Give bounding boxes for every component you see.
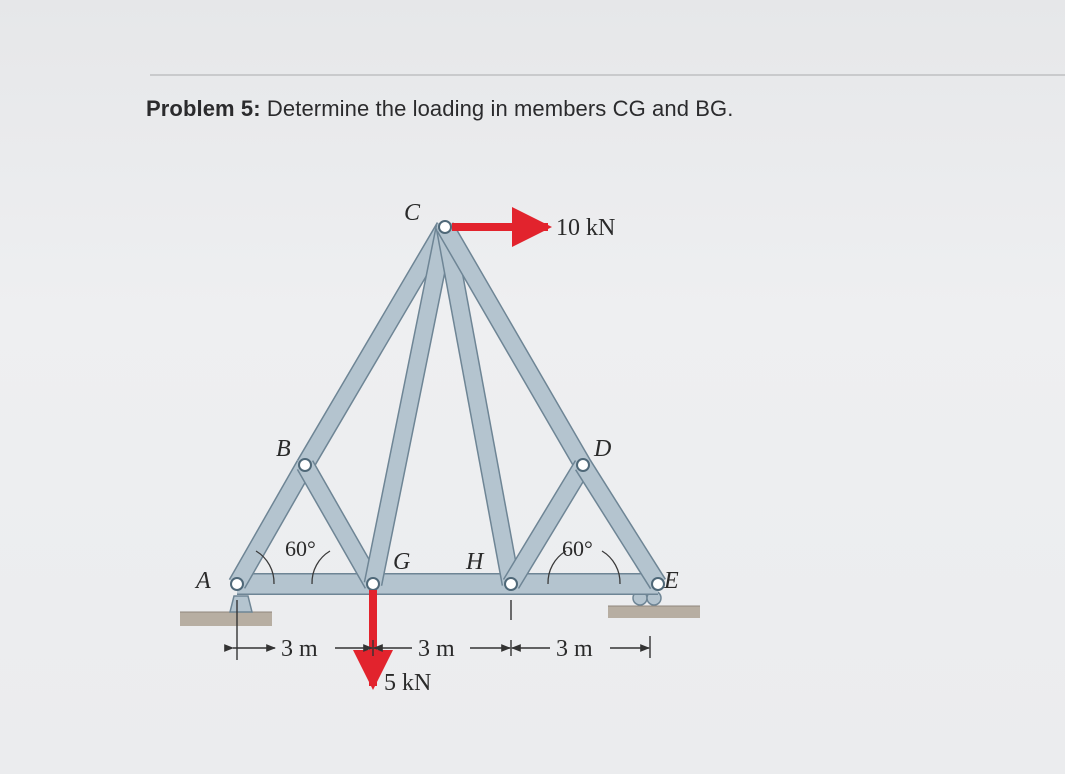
ground-left (180, 612, 272, 626)
member-cd (436, 222, 592, 470)
pin-e (651, 577, 665, 591)
angle-right: 60° (547, 536, 621, 585)
label-e: E (663, 568, 679, 594)
joint-labels: A B C D E G H (194, 200, 679, 594)
label-b: B (276, 436, 291, 462)
label-g: G (393, 549, 410, 575)
pin-support-a (229, 595, 253, 613)
pin-g (366, 577, 380, 591)
load-label-horizontal: 10 kN (556, 215, 615, 241)
dimension-label-2: 3 m (418, 636, 455, 662)
ground (180, 605, 700, 626)
member-bc (296, 222, 454, 470)
member-bg (296, 460, 382, 589)
problem-number: Problem 5: (146, 96, 261, 121)
dimension-line (224, 600, 651, 660)
angle-left: 60° (255, 536, 331, 585)
load-label-vertical: 5 kN (384, 670, 431, 696)
label-a: A (194, 568, 211, 594)
pin-h (504, 577, 518, 591)
truss-members (228, 222, 667, 595)
label-h: H (465, 549, 485, 575)
pin-a (230, 577, 244, 591)
member-cg (363, 225, 455, 586)
member-de (574, 459, 667, 590)
divider-line (150, 74, 1065, 76)
member-ab (228, 460, 314, 589)
label-c: C (404, 200, 421, 226)
dimension-label-3: 3 m (556, 636, 593, 662)
problem-statement: Problem 5: Determine the loading in memb… (146, 96, 733, 122)
member-ch (435, 225, 521, 586)
load-5kn: 5 kN (353, 590, 431, 696)
pin-c (438, 220, 452, 234)
load-10kn: 10 kN (452, 207, 615, 247)
ground-right (608, 606, 700, 618)
problem-text: Determine the loading in members CG and … (266, 96, 734, 121)
angle-label-left: 60° (285, 536, 316, 561)
member-dh (502, 460, 592, 589)
label-d: D (593, 436, 611, 462)
dimension-label-1: 3 m (281, 636, 318, 662)
pin-b (298, 458, 312, 472)
joint-pins (230, 220, 665, 591)
pin-d (576, 458, 590, 472)
angle-label-right: 60° (562, 536, 593, 561)
